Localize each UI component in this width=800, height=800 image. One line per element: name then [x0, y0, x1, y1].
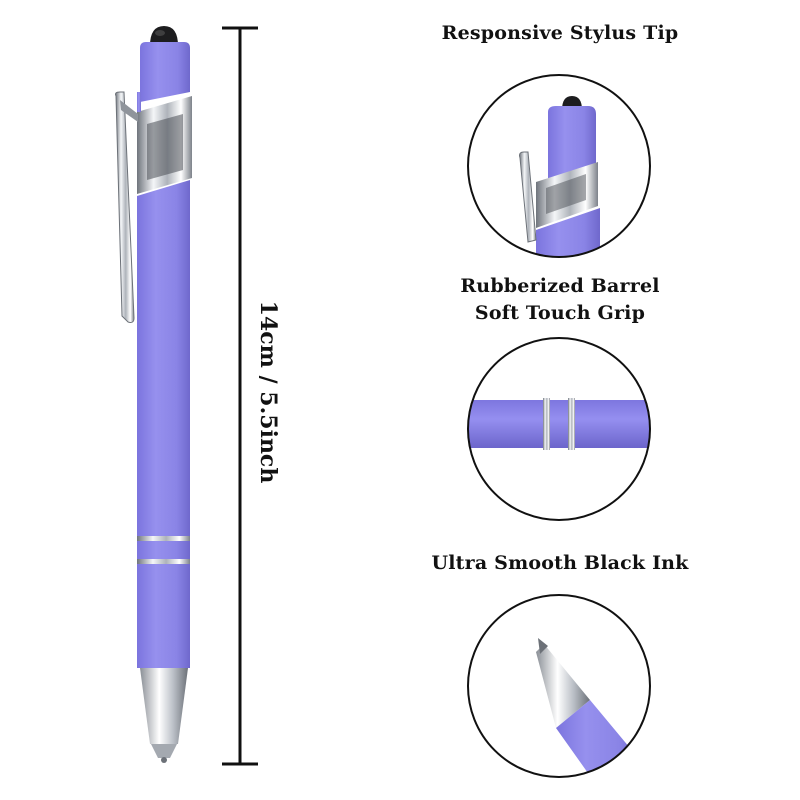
feature-caption-ink: Ultra Smooth Black Ink: [410, 550, 710, 577]
detail-circle-barrel: [467, 337, 651, 521]
detail-circle-stylus: [467, 74, 651, 258]
chrome-ring-lower: [137, 559, 190, 564]
feature-caption-stylus: Responsive Stylus Tip: [410, 20, 710, 47]
chrome-ring-upper: [137, 536, 190, 541]
caption-line: Responsive Stylus Tip: [441, 22, 679, 44]
caption-line: Ultra Smooth Black Ink: [431, 552, 689, 574]
caption-line: Soft Touch Grip: [474, 302, 646, 324]
pen-barrel: [137, 180, 190, 668]
detail-circle-ink: [467, 594, 651, 778]
pen-writing-tip: [140, 668, 188, 744]
caption-line: Rubberized Barrel: [460, 275, 660, 297]
pen: [115, 26, 192, 763]
pen-top-cap: [140, 42, 190, 102]
length-label: 14cm / 5.5inch: [255, 300, 281, 484]
measurement-line: [222, 26, 258, 766]
feature-caption-barrel: Rubberized Barrel Soft Touch Grip: [410, 273, 710, 327]
pocket-clip: [115, 91, 135, 323]
